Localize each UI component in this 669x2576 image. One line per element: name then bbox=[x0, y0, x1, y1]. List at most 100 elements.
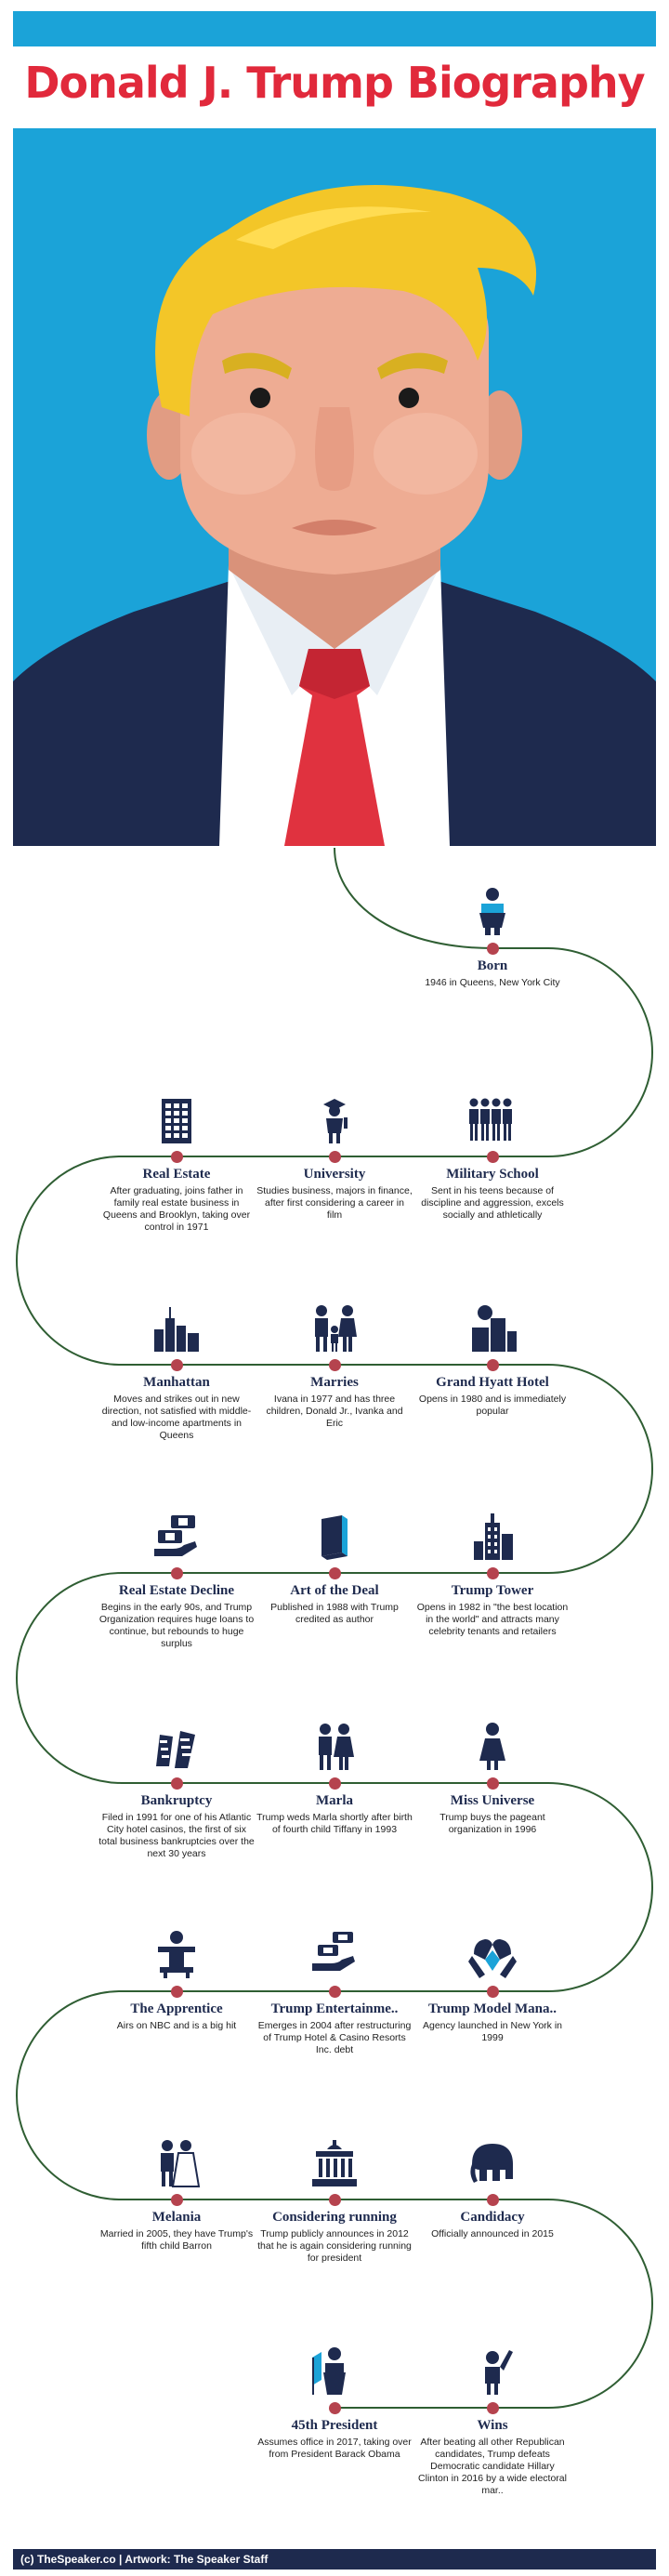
event-title: Wins bbox=[477, 2418, 508, 2433]
page-title: Donald J. Trump Biography bbox=[24, 58, 645, 108]
skyline-icon bbox=[154, 1307, 199, 1352]
timeline-dot bbox=[486, 2402, 499, 2414]
timeline-dot bbox=[486, 1567, 499, 1579]
event-description: Filed in 1991 for one of his Atlantic Ci… bbox=[98, 1812, 255, 1859]
event-title: Real Estate bbox=[142, 1167, 211, 1182]
event-description: Emerges in 2004 after restructuring of T… bbox=[257, 2020, 412, 2055]
event-title: Manhattan bbox=[143, 1375, 210, 1390]
money-hand-icon bbox=[154, 1515, 197, 1556]
timeline-dot bbox=[328, 1986, 341, 1998]
footer-credit: (c) TheSpeaker.co | Artwork: The Speaker… bbox=[13, 2549, 656, 2569]
event-description: Opens in 1980 and is immediately popular bbox=[418, 1394, 567, 1417]
soldiers-icon bbox=[469, 1098, 512, 1141]
event-description: Married in 2005, they have Trump's fifth… bbox=[99, 2228, 254, 2252]
timeline-dot bbox=[486, 1777, 499, 1790]
event-title: Trump Model Mana.. bbox=[427, 2001, 558, 2016]
timeline-dot bbox=[328, 2402, 341, 2414]
event-description: Agency launched in New York in 1999 bbox=[422, 2020, 562, 2043]
event-born: Born 1946 in Queens, New York City bbox=[409, 885, 576, 989]
couple-icon bbox=[319, 1724, 354, 1770]
event-title: Considering running bbox=[272, 2210, 397, 2225]
presenter-icon bbox=[158, 1931, 195, 1978]
event-description: Sent in his teens because of discipline … bbox=[421, 1185, 564, 1221]
event-title: Born bbox=[477, 958, 508, 973]
trump-portrait bbox=[13, 128, 656, 846]
collapse-icon bbox=[156, 1731, 195, 1768]
timeline-dot bbox=[170, 2194, 183, 2206]
top-color-bar bbox=[13, 11, 656, 46]
event-title: Candidacy bbox=[460, 2210, 525, 2225]
event-description: After graduating, joins father in family… bbox=[102, 1185, 251, 1233]
timeline-dot bbox=[170, 1359, 183, 1371]
nose bbox=[315, 407, 354, 491]
tie bbox=[284, 649, 385, 846]
event-description: Trump publicly announces in 2012 that he… bbox=[257, 2228, 412, 2264]
event-description: Opens in 1982 in "the best location in t… bbox=[416, 1602, 569, 1637]
timeline-path bbox=[16, 847, 653, 2409]
right-eye bbox=[399, 388, 419, 408]
casino-icon bbox=[312, 1932, 355, 1971]
event-title: Real Estate Decline bbox=[118, 1583, 235, 1598]
event-description: 1946 in Queens, New York City bbox=[425, 977, 560, 988]
event-description: Published in 1988 with Trump credited as… bbox=[270, 1602, 399, 1625]
event-title: Trump Entertainme.. bbox=[270, 2001, 399, 2016]
wedding-icon bbox=[161, 2140, 201, 2187]
woman-icon bbox=[479, 1723, 505, 1770]
event-title: University bbox=[303, 1167, 366, 1182]
capitol-icon bbox=[312, 2140, 357, 2186]
book-icon bbox=[321, 1515, 348, 1560]
event-description: Airs on NBC and is a big hit bbox=[116, 2020, 237, 2031]
event-title: Melania bbox=[151, 2210, 202, 2225]
mouth bbox=[292, 520, 377, 535]
event-trump-model-management: Trump Model Mana.. Agency launched in New… bbox=[409, 1928, 576, 2044]
timeline-dot bbox=[328, 1151, 341, 1163]
event-title: Art of the Deal bbox=[290, 1583, 379, 1598]
timeline-dot bbox=[328, 1777, 341, 1790]
event-description: Begins in the early 90s, and Trump Organ… bbox=[98, 1602, 255, 1649]
timeline-dot bbox=[170, 1777, 183, 1790]
event-description: Assumes office in 2017, taking over from… bbox=[257, 2437, 412, 2460]
event-title: Marla bbox=[316, 1793, 353, 1808]
podium-icon bbox=[312, 2347, 346, 2395]
event-title: Trump Tower bbox=[451, 1583, 534, 1598]
timeline-dot bbox=[170, 1567, 183, 1579]
hotel-icon bbox=[472, 1305, 517, 1352]
left-eye bbox=[250, 388, 270, 408]
timeline-dot bbox=[486, 1151, 499, 1163]
elephant-icon bbox=[470, 2144, 513, 2183]
graduate-icon bbox=[323, 1099, 348, 1143]
family-icon bbox=[315, 1305, 357, 1352]
event-title: 45th President bbox=[291, 2418, 378, 2433]
event-description: Trump weds Marla shortly after birth of … bbox=[256, 1812, 413, 1835]
timeline-dot bbox=[486, 1986, 499, 1998]
timeline-dot bbox=[486, 2194, 499, 2206]
timeline-dot bbox=[170, 1151, 183, 1163]
timeline-dot bbox=[328, 2194, 341, 2206]
event-title: Bankruptcy bbox=[140, 1793, 213, 1808]
event-title: Miss Universe bbox=[450, 1793, 535, 1808]
event-description: After beating all other Republican candi… bbox=[418, 2437, 567, 2496]
event-description: Trump buys the pageant organization in 1… bbox=[439, 1812, 545, 1835]
event-title: The Apprentice bbox=[130, 2001, 223, 2016]
event-title: Marries bbox=[310, 1375, 359, 1390]
timeline-line bbox=[16, 847, 653, 2409]
event-description: Moves and strikes out in new direction, … bbox=[101, 1394, 252, 1441]
victory-icon bbox=[485, 2350, 513, 2395]
event-description: Ivana in 1977 and has three children, Do… bbox=[266, 1394, 403, 1429]
